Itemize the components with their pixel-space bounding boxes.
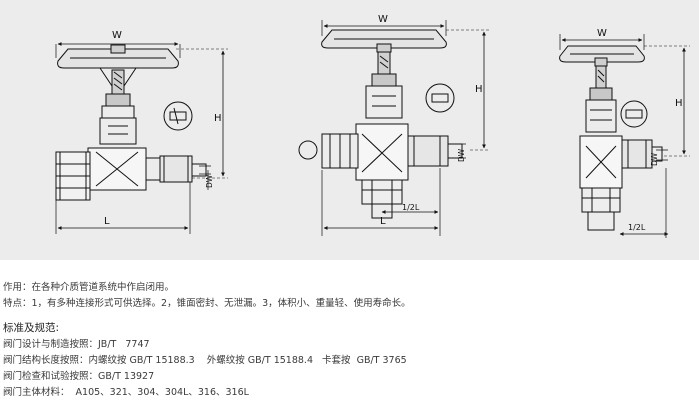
valve-drawings: W H L DW W H L 1/2L DW W H 1/2L DW: [55, 14, 690, 238]
dim-half-l-label-right: 1/2L: [628, 223, 646, 232]
dim-half-l-label-middle: 1/2L: [402, 203, 420, 212]
standard-design: 阀门设计与制造按照：JB/T 7747: [3, 339, 150, 350]
features-text: 特点：1，有多种连接形式可供选择。2，锥面密封、无泄漏。3，体积小、重量轻、使用…: [3, 298, 411, 309]
standard-material: 阀门主体材料： A105、321、304、304L、316、316L: [3, 387, 249, 398]
dim-h-label-left: H: [214, 113, 222, 124]
dim-w-label-left: W: [112, 30, 122, 41]
dim-dw-label-right: DW: [650, 152, 659, 166]
valve-left: [55, 42, 228, 234]
standard-length: 阀门结构长度按照：内螺纹按 GB/T 15188.3 外螺纹按 GB/T 151…: [3, 355, 407, 366]
valve-right: [559, 34, 690, 238]
dim-w-label-middle: W: [378, 14, 388, 25]
dim-dw-label-left: DW: [205, 174, 214, 188]
dim-dw-label-middle: DW: [457, 148, 466, 162]
dim-h-label-middle: H: [475, 84, 483, 95]
dim-h-label-right: H: [675, 98, 683, 109]
valve-drawing-panel: W H L DW W H L 1/2L DW W H 1/2L DW: [0, 0, 699, 260]
dim-w-label-right: W: [597, 28, 607, 39]
valve-middle: [298, 20, 490, 236]
dim-l-label-middle: L: [380, 216, 386, 227]
purpose-text: 作用：在各种介质管道系统中作启闭用。: [3, 282, 175, 293]
dim-l-label-left: L: [104, 216, 110, 227]
standard-test: 阀门检查和试验按照：GB/T 13927: [3, 371, 155, 382]
standards-heading: 标准及规范:: [3, 322, 60, 334]
